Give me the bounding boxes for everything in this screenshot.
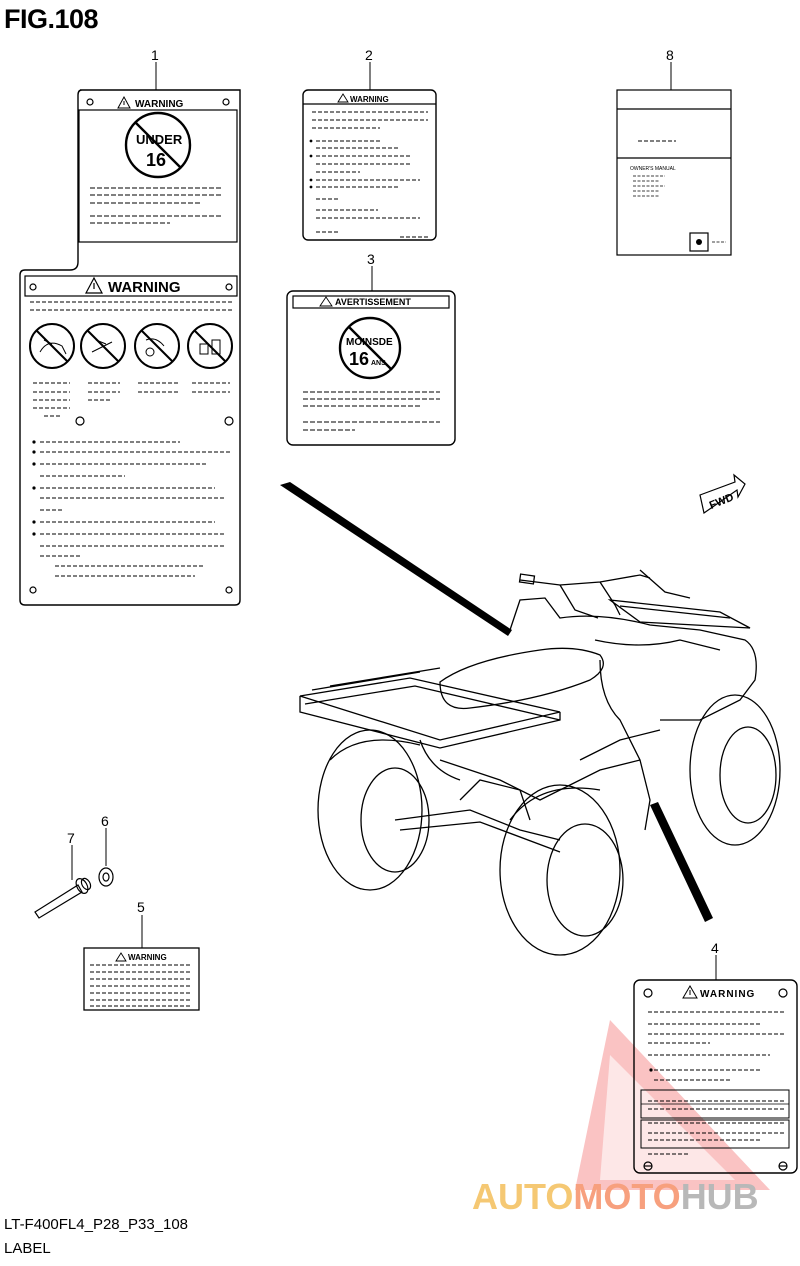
item-8-owners-manual: OWNER'S MANUAL xyxy=(616,89,732,256)
label-2: WARNING xyxy=(302,89,437,241)
label-1-main-warning: WARNING xyxy=(108,279,181,296)
label-4-warning: WARNING xyxy=(700,989,755,1000)
label-1-pictograms xyxy=(29,323,233,369)
label-3-avertissement: AVERTISSEMENT xyxy=(335,297,411,307)
figure-caption: LABEL xyxy=(4,1240,51,1257)
watermark-part-3: HUB xyxy=(680,1176,759,1217)
watermark-logo xyxy=(575,1020,770,1190)
watermark-text: AUTOMOTOHUB xyxy=(472,1176,759,1218)
watermark-part-1: AUTO xyxy=(472,1176,574,1217)
callout-5: 5 xyxy=(137,899,145,915)
label-3-moinsde: MOINSDE xyxy=(346,337,393,348)
owners-manual-title: OWNER'S MANUAL xyxy=(630,166,676,172)
label-3-age: 16 xyxy=(349,349,369,369)
item-7-rivet xyxy=(34,877,92,919)
item-6-washer xyxy=(98,867,114,887)
watermark-part-2: MOTO xyxy=(573,1176,681,1217)
label-5-warning: WARNING xyxy=(128,953,167,962)
label-4: WARNING xyxy=(633,979,798,1174)
label-3-ans: ANS xyxy=(371,360,386,367)
model-code: LT-F400FL4_P28_P33_108 xyxy=(4,1216,189,1233)
callout-1: 1 xyxy=(151,47,159,63)
callout-8: 8 xyxy=(666,47,674,63)
fwd-arrow-icon: FWD xyxy=(699,473,746,515)
label-2-warning: WARNING xyxy=(350,95,389,104)
label-1-top-warning: WARNING xyxy=(135,99,184,110)
callout-7: 7 xyxy=(67,830,75,846)
callout-2: 2 xyxy=(365,47,373,63)
fwd-text: FWD xyxy=(708,491,736,512)
atv-illustration xyxy=(280,482,781,956)
callout-6: 6 xyxy=(101,813,109,829)
label-5: WARNING xyxy=(83,947,200,1011)
callout-4: 4 xyxy=(711,940,719,956)
figure-title: FIG.108 xyxy=(4,4,99,34)
label-1-under: UNDER xyxy=(136,132,183,147)
callout-3: 3 xyxy=(367,251,375,267)
label-3: AVERTISSEMENT MOINSDE 16 ANS xyxy=(286,290,456,446)
label-1: WARNING UNDER 16 WARNING xyxy=(19,89,241,606)
label-1-age: 16 xyxy=(146,150,166,170)
